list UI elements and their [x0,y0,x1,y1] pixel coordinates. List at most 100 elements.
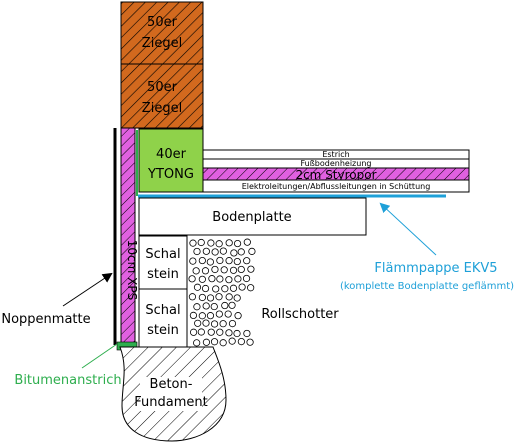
gravel-stone [225,257,233,265]
gravel-stone [219,247,227,255]
gravel-stone [202,247,210,255]
gravel-stone [193,247,201,256]
layer-styropor: 2cm Styropor [202,167,470,182]
gravel-stone [224,310,232,318]
gravel-stone [188,293,197,301]
gravel-stone [243,329,251,338]
bitumenanstrich-label: Bitumenanstrich [14,373,121,388]
gravel-stone [228,319,237,328]
gravel-stone [247,284,255,292]
xps-label: 10cm XPS [125,240,139,300]
gravel-stone [188,275,196,283]
gravel-stone [215,240,223,248]
gravel-stone [211,248,219,256]
gravel-stone [229,284,238,292]
layer-fussbodenheizung: Fußbodenheizung [202,158,470,169]
gravel-stone [207,328,215,336]
gravel-stone [243,257,251,265]
flaemmpappe-arrow [379,202,437,256]
gravel-stone [210,338,219,346]
gravel-stone [206,258,214,266]
gravel-stone [216,275,224,283]
bodenplatte: Bodenplatte [138,197,367,236]
gravel-stone [197,328,205,336]
schalstein-upper-label-1: Schal [145,247,180,262]
gravel-stone [193,303,201,311]
gravel-stone [194,319,202,327]
gravel-stone [233,257,241,266]
gravel-stone [197,238,205,247]
ytong-label-2: YTONG [147,167,194,182]
gravel-stone [207,239,215,247]
brick-top-label-2: Ziegel [142,36,182,51]
gravel-stone [219,320,227,328]
gravel-stone [233,294,241,302]
ytong-block: 40er YTONG [138,128,204,193]
gravel-stone [216,256,224,265]
schalstein-lower-label-2: stein [147,323,179,338]
schalstein-upper-label-2: stein [147,267,179,282]
gravel-stone [233,329,241,338]
gravel-stone [210,320,219,328]
gravel-stone [243,238,251,246]
rollschotter-label: Rollschotter [261,307,339,322]
gravel-stone [189,328,198,336]
brick-top-label-1: 50er [147,15,178,30]
gravel-stone [211,265,219,274]
gravel-stone [202,338,211,346]
gravel-stone [221,285,229,293]
gravel-stone [189,239,197,247]
styropor-label: 2cm Styropor [295,168,376,182]
noppenmatte-label: Noppenmatte [1,312,90,327]
gravel-stone [220,266,228,274]
gravel-stone [237,265,245,274]
schuettung-label: Elektroleitungen/Abflussleitungen in Sch… [242,182,431,191]
brick-bottom: 50er Ziegel [120,63,204,129]
schalstein-lower-label-1: Schal [145,303,180,318]
gravel-stone [208,275,216,283]
estrich-label: Estrich [322,150,349,159]
bodenplatte-label: Bodenplatte [212,210,291,225]
gravel-stone [230,249,238,257]
gravel-stone [237,248,245,256]
fundament-label-1: Beton- [150,377,193,392]
gravel-stone [225,293,233,301]
bitumen-pointer [81,343,118,369]
gravel-stone [234,312,242,320]
fundament-label-2: Fundament [134,395,207,410]
gravel-stone [237,338,245,346]
gravel-stone [247,265,255,273]
gravel-stone [202,319,210,327]
gravel-stone [246,338,254,346]
gravel-stone [238,283,246,291]
gravel-stone [192,267,200,275]
brick-bottom-label-1: 50er [147,80,178,95]
gravel-stone [242,274,251,283]
gravel-stone [228,337,236,345]
gravel-stone [234,275,242,283]
gravel-stone [202,302,210,310]
gravel-stone [193,283,202,291]
gravel-stone [198,256,206,265]
gravel-stone [198,293,206,302]
brick-top: 50er Ziegel [120,1,204,65]
layer-estrich: Estrich [202,149,470,160]
xps-insulation: 10cm XPS [116,127,139,351]
gravel-stone [206,294,215,302]
gravel-stone [189,257,197,265]
gravel-stone [206,312,215,320]
gravel-stone [198,312,206,320]
flaemmpappe-note: (komplette Bodenplatte geflämmt) [340,281,514,292]
gravel-stone [225,276,233,284]
gravel-stone [201,267,210,275]
gravel-stone [233,239,242,248]
gravel-stone [193,339,201,347]
schalstein-upper: Schal stein [138,235,188,290]
beton-fundament: Beton- Fundament [119,346,227,442]
fussbodenheizung-label: Fußbodenheizung [301,159,372,168]
ytong-label-1: 40er [156,147,187,162]
noppenmatte-arrow [62,272,113,307]
gravel-stone [215,293,223,301]
gravel-stone [201,284,210,293]
